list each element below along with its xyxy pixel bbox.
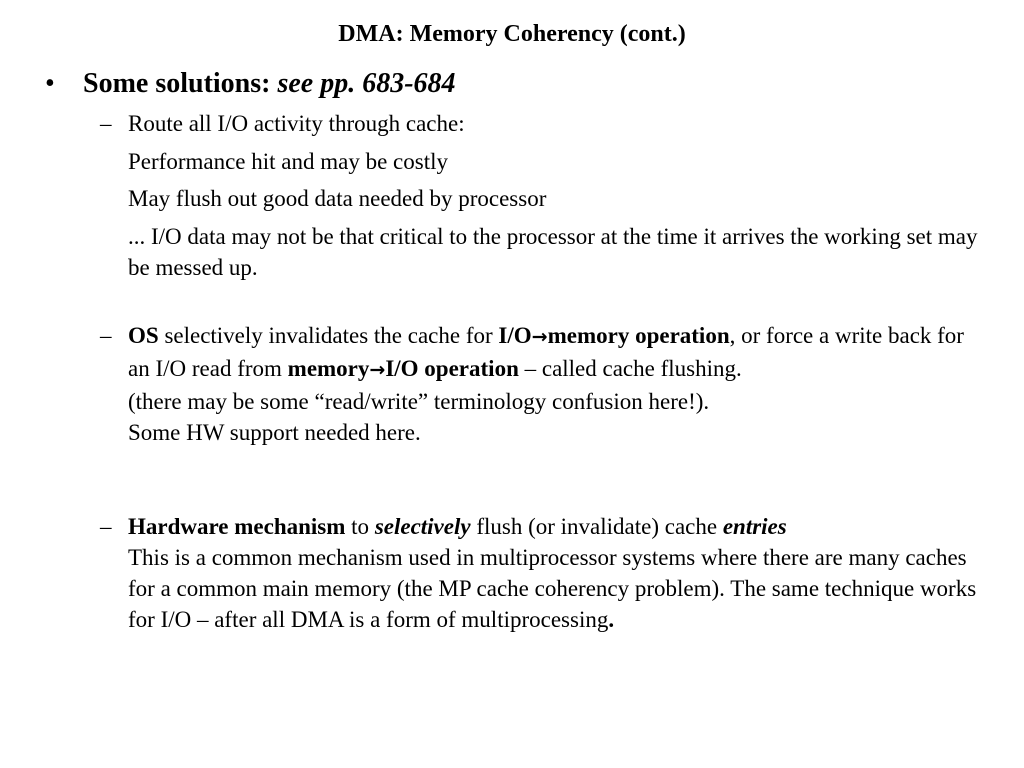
dash-icon: – <box>100 514 112 539</box>
item3-text-1: to <box>345 514 375 539</box>
io-to-memory-term: I/O→memory operation <box>498 323 729 348</box>
item2-text-1: selectively invalidates the cache for <box>158 323 499 348</box>
page-reference: see pp. 683-684 <box>277 68 456 99</box>
item2-text: OS selectively invalidates the cache for… <box>128 323 964 381</box>
item1-line1: Route all I/O activity through cache: <box>128 111 465 136</box>
bullet-icon: • <box>45 68 55 99</box>
item3-paragraph: Hardware mechanism to selectively flush … <box>128 511 988 635</box>
main-bullet-label: Some solutions: <box>83 68 278 99</box>
memory-label: memory <box>287 356 370 381</box>
item1-line3: May flush out good data needed by proces… <box>128 186 547 211</box>
item3-body: This is a common mechanism used in multi… <box>128 545 977 632</box>
item1-line2: Performance hit and may be costly <box>128 149 448 174</box>
right-arrow-icon: → <box>369 359 386 381</box>
memory-to-io-term: memory→I/O operation <box>288 356 519 381</box>
dash-icon: – <box>100 323 112 348</box>
dash-icon: – <box>100 111 112 136</box>
right-arrow-icon: → <box>531 326 548 348</box>
item2-paren-note: (there may be some “read/write” terminol… <box>128 389 710 414</box>
os-term: OS <box>128 323 159 348</box>
item2-text-2: , or force a write back for an I/O read … <box>128 323 964 381</box>
main-bullet-text: Some solutions: see pp. 683-684 <box>83 67 456 101</box>
item1-line4: ... I/O data may not be that critical to… <box>128 224 978 280</box>
item3-text-2: flush (or invalidate) cache <box>470 514 723 539</box>
memory-operation-label: memory operation <box>547 323 730 348</box>
slide-title: DMA: Memory Coherency (cont.) <box>338 21 686 47</box>
item2-paragraph: OS selectively invalidates the cache for… <box>128 320 988 448</box>
selectively-term: selectively <box>374 514 471 539</box>
io-operation-label: I/O operation <box>385 356 519 381</box>
io-label: I/O <box>498 323 532 348</box>
hardware-mechanism-term: Hardware mechanism <box>128 514 346 539</box>
item2-hw-note: Some HW support needed here. <box>128 420 421 445</box>
entries-term: entries <box>722 514 787 539</box>
item2-text-3: – called cache flushing. <box>518 356 742 381</box>
item3-end-period: . <box>608 607 615 632</box>
